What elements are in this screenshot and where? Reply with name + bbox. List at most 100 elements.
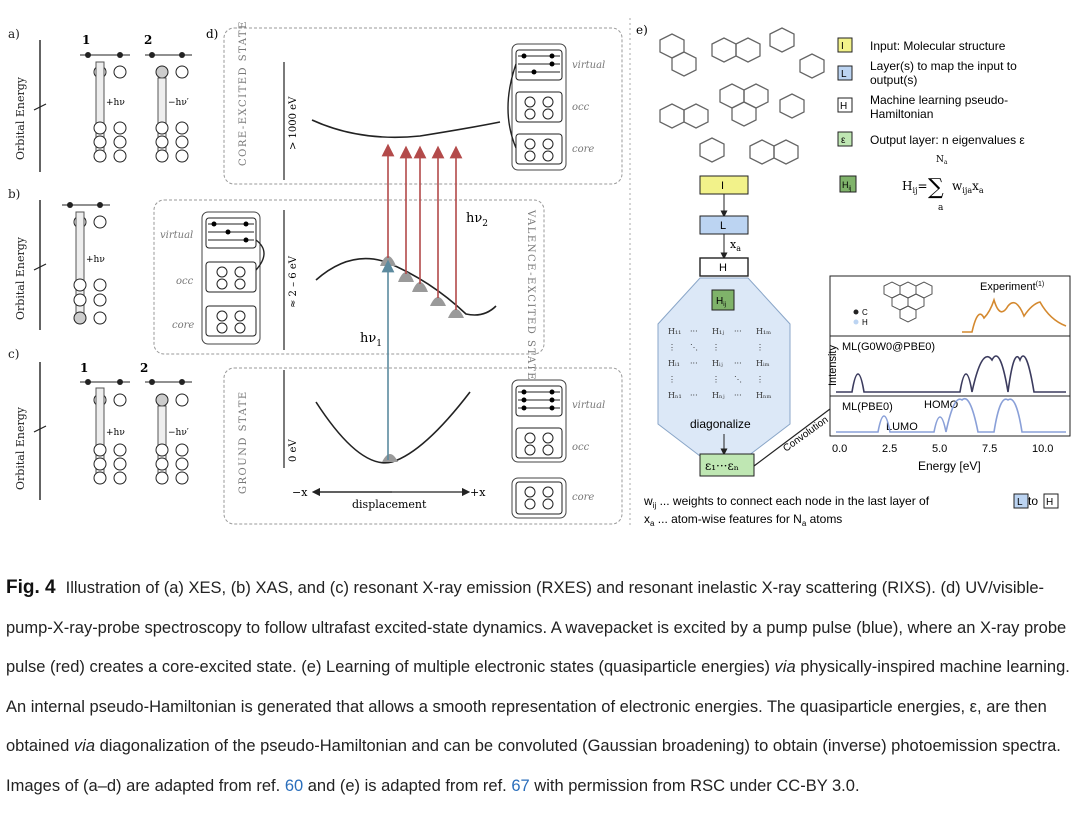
displacement-label: displacement (352, 498, 427, 511)
panel-b-arrow1: +hν (86, 255, 105, 265)
matrix-cell: ⋱ (690, 343, 698, 352)
ground-box-core: core (572, 492, 594, 503)
panel-d-label: d) (206, 27, 218, 41)
ref-67-link[interactable]: 67 (511, 776, 530, 795)
footnote-features: xa ... atom-wise features for Na atoms (644, 512, 842, 528)
energy-tick-label: 0.0 (832, 443, 847, 455)
matrix-cell: ··· (734, 327, 742, 336)
hij-legend-box (839, 175, 857, 193)
valence-box-core: core (172, 320, 194, 331)
footnote-weights: wij ... weights to connect each node in … (643, 494, 930, 510)
matrix-cell: ⋮ (668, 343, 676, 352)
matrix-cell: ··· (734, 391, 742, 400)
caption-text-5: with permission from RSC under CC-BY 3.0… (529, 776, 860, 795)
matrix-cell: Hₙ₁ (668, 391, 682, 400)
svg-text:ε: ε (841, 135, 846, 146)
svg-text:I: I (721, 180, 724, 192)
core-excited-box (223, 27, 623, 185)
svg-text:a: a (938, 203, 944, 213)
panel-c-axis-label: Orbital Energy (14, 406, 27, 490)
legend-hydrogen: H (862, 318, 868, 327)
probe-arrows (381, 143, 463, 310)
svg-text:H: H (719, 262, 727, 274)
core-excited-curve (311, 119, 501, 139)
caption-text-2: physically-inspired machine learning. An… (6, 658, 1070, 755)
legend-h-text2: Hamiltonian (870, 107, 933, 121)
panel-e-ml: e) I Input: Molecular structure (636, 23, 1071, 528)
ref-60-link[interactable]: 60 (284, 776, 304, 795)
panel-a-col1: 1 (82, 33, 90, 47)
eigenvalue-text: ε₁···εₙ (705, 459, 739, 473)
matrix-cell: H₁₁ (668, 327, 681, 336)
caption-text-3: diagonalization of the pseudo-Hamiltonia… (6, 737, 1061, 795)
flow-hamiltonian-box (699, 257, 749, 277)
matrix-cell: Hₙⱼ (712, 391, 725, 400)
figure-label: Fig. 4 (6, 577, 56, 598)
svg-text:L: L (720, 220, 726, 232)
ground-box-virtual: virtual (572, 400, 605, 411)
svg-text:Na: Na (936, 155, 948, 166)
pbe-label: ML(PBE0) (842, 401, 893, 413)
pbe-spectrum (836, 397, 1066, 433)
svg-text:to: to (1028, 494, 1038, 508)
caption-text-4: and (e) is adapted from ref. (303, 776, 512, 795)
legend-h-text1: Machine learning pseudo- (870, 93, 1008, 107)
diagonalize-label: diagonalize (690, 417, 751, 431)
svg-text:I: I (841, 41, 844, 52)
core-excited-state-label: CORE-EXCITED STATE (238, 20, 249, 166)
matrix-cell: ··· (690, 359, 698, 368)
legend-l-text2: output(s) (870, 73, 917, 87)
valence-box-occ: occ (176, 276, 194, 287)
panel-a-col2: 2 (144, 33, 152, 47)
gw-spectrum (836, 355, 1066, 393)
legend-carbon: C (862, 308, 868, 317)
core-box-occ: occ (572, 102, 590, 113)
ground-box-occ: occ (572, 442, 590, 453)
matrix-cell: ··· (690, 391, 698, 400)
svg-text:Hij: Hij (842, 180, 851, 192)
svg-text:xa: xa (730, 238, 741, 253)
intensity-label: Intensity (827, 345, 839, 386)
matrix-cell: ⋮ (712, 343, 720, 352)
matrix-cell: H₁ⱼ (712, 327, 724, 336)
matrix-cell: ⋮ (756, 375, 764, 384)
ground-box (223, 367, 623, 525)
matrix-cell: Hₙₘ (756, 391, 771, 400)
panel-a-arrow2: −hν′ (168, 98, 189, 108)
legend-box-h: H Machine learning pseudo- Hamiltonian (837, 93, 1008, 121)
matrix-cell: Hᵢⱼ (712, 359, 723, 368)
matrix-cell: ··· (690, 327, 698, 336)
core-box-core: core (572, 144, 594, 155)
legend-box-eps: ε Output layer: n eigenvalues ε (837, 131, 1025, 147)
panel-b-xas: b) Orbital Energy +hν (8, 187, 110, 330)
legend-eps-text: Output layer: n eigenvalues ε (870, 133, 1025, 147)
legend-l-text1: Layer(s) to map the input to (870, 59, 1017, 73)
orbital-boxes-ground (511, 379, 567, 519)
matrix-cell: ⋮ (668, 375, 676, 384)
panel-b-axis-label: Orbital Energy (14, 236, 27, 320)
matrix-cell: ⋮ (756, 343, 764, 352)
valence-box-virtual: virtual (160, 230, 193, 241)
orbital-boxes-core-excited (507, 43, 567, 171)
orbital-boxes-valence-excited (201, 211, 265, 345)
energy-axis-label: Energy [eV] (918, 459, 981, 473)
energy-tick-label: 2.5 (882, 443, 897, 455)
ground-state-label: GROUND STATE (238, 390, 249, 494)
svg-text:Hij=: Hij= (902, 179, 928, 195)
graphene-structure (883, 281, 933, 323)
legend-box-l: L Layer(s) to map the input to output(s) (837, 59, 1017, 87)
plus-x-label: +x (470, 486, 486, 499)
valence-excited-state-label: VALENCE-EXCITED STATE (525, 209, 536, 381)
valence-excited-box (153, 199, 545, 355)
caption-via-2: via (73, 737, 95, 755)
panel-a-xes: a) Orbital Energy 1 2 +hν −hν′ (8, 27, 192, 172)
energy-tick-label: 5.0 (932, 443, 947, 455)
panel-a-axis-label: Orbital Energy (14, 76, 27, 160)
caption-text-1: Illustration of (a) XES, (b) XAS, and (c… (6, 579, 1067, 676)
panel-a-label: a) (8, 27, 20, 41)
spectra-chart: Intensity C H Experiment(1) ML(G0W0@PBE0… (827, 275, 1071, 473)
wavepackets (380, 256, 464, 318)
matrix-cell: ··· (734, 359, 742, 368)
